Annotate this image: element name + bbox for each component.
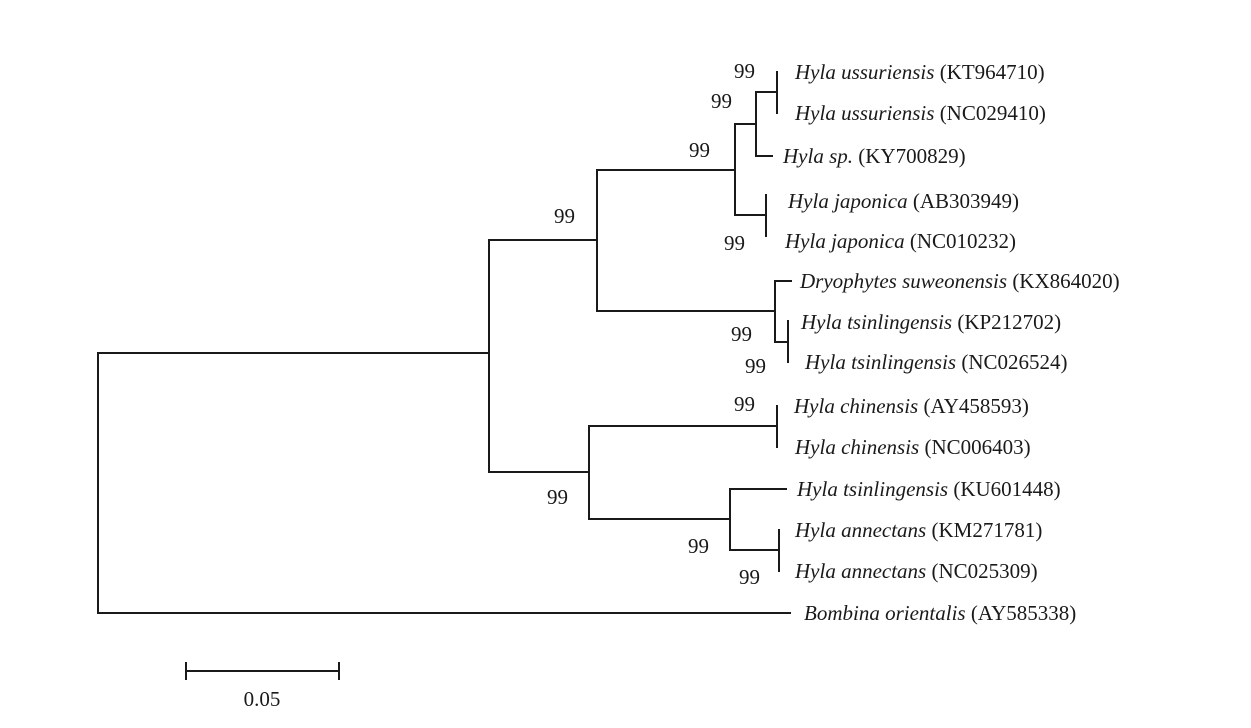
scale-bar: 0.05 [185, 662, 340, 711]
leaf-label: Dryophytes suweonensis (KX864020) [799, 269, 1120, 293]
tree-branches [97, 71, 792, 614]
leaf-label: Hyla tsinlingensis (KU601448) [796, 477, 1061, 501]
bootstrap-value: 99 [739, 565, 760, 589]
bootstrap-value: 99 [745, 354, 766, 378]
leaf-label: Hyla japonica (AB303949) [787, 189, 1019, 213]
leaf-label: Hyla annectans (NC025309) [794, 559, 1038, 583]
bootstrap-value: 99 [734, 59, 755, 83]
leaf-label: Hyla tsinlingensis (NC026524) [804, 350, 1068, 374]
bootstrap-value: 99 [724, 231, 745, 255]
leaf-label: Hyla ussuriensis (KT964710) [794, 60, 1045, 84]
leaf-label: Hyla annectans (KM271781) [794, 518, 1042, 542]
leaf-label: Hyla tsinlingensis (KP212702) [800, 310, 1061, 334]
leaf-label: Hyla chinensis (AY458593) [793, 394, 1029, 418]
bootstrap-value: 99 [734, 392, 755, 416]
bootstrap-value: 99 [711, 89, 732, 113]
scale-bar-label: 0.05 [244, 687, 281, 711]
bootstrap-values: 99 99 99 99 99 99 99 99 99 99 99 [547, 59, 766, 589]
bootstrap-value: 99 [554, 204, 575, 228]
bootstrap-value: 99 [731, 322, 752, 346]
leaf-label: Hyla chinensis (NC006403) [794, 435, 1031, 459]
bootstrap-value: 99 [688, 534, 709, 558]
leaf-labels: Hyla ussuriensis (KT964710) Hyla ussurie… [782, 60, 1120, 625]
leaf-label: Hyla sp. (KY700829) [782, 144, 966, 168]
leaf-label: Bombina orientalis (AY585338) [804, 601, 1076, 625]
bootstrap-value: 99 [689, 138, 710, 162]
leaf-label: Hyla japonica (NC010232) [784, 229, 1016, 253]
leaf-label: Hyla ussuriensis (NC029410) [794, 101, 1046, 125]
bootstrap-value: 99 [547, 485, 568, 509]
